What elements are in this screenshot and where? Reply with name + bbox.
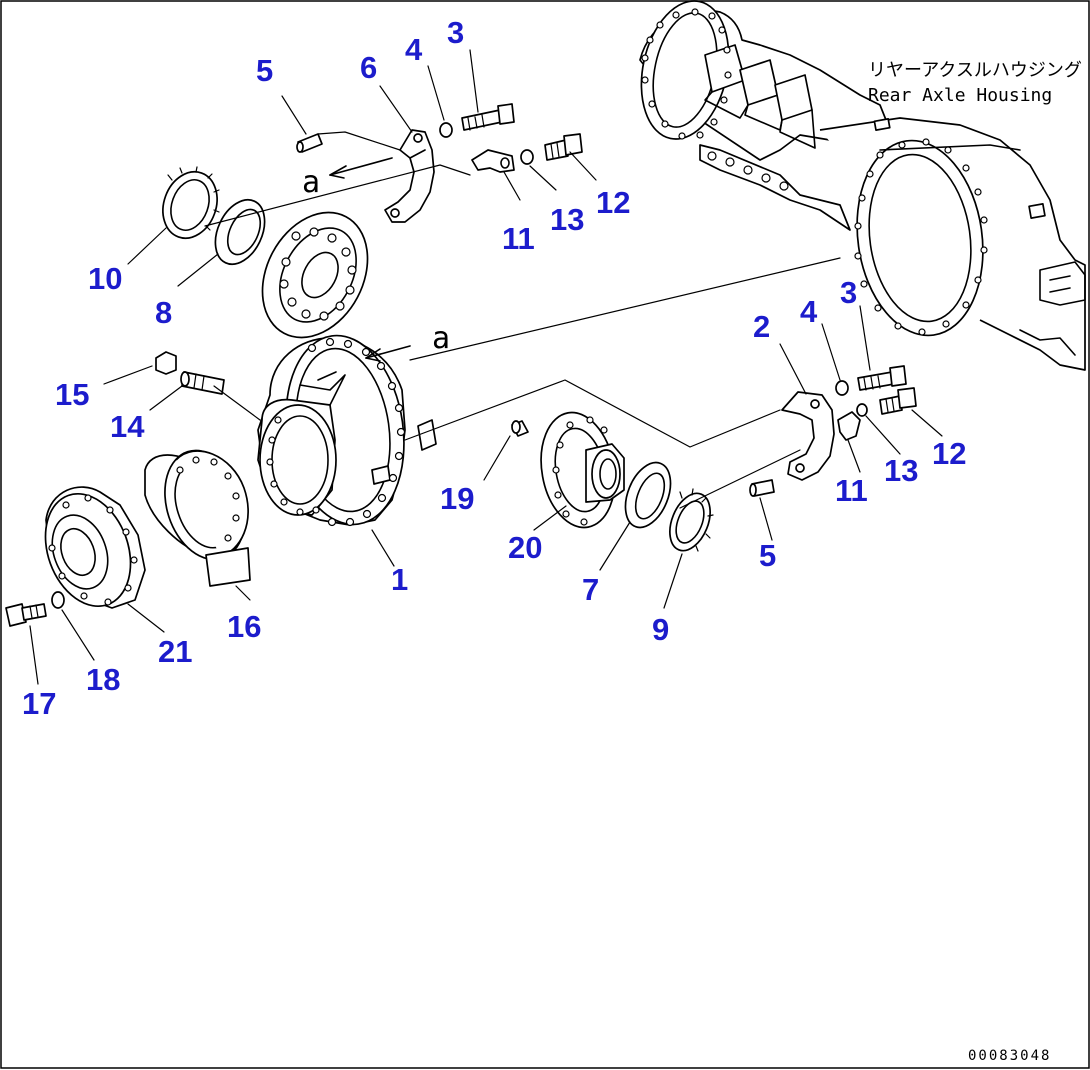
callout-11-right: 11 (835, 473, 868, 508)
part-11-lockplate-right (837, 411, 861, 441)
callout-9: 9 (652, 612, 669, 647)
part-13-washer-right (856, 403, 868, 417)
part-12-bolt-upper (544, 133, 583, 161)
part-16-shims (144, 449, 251, 587)
callout-17: 17 (22, 686, 56, 721)
part-5-pin-upper (296, 133, 323, 153)
part-5-pin-lower (749, 479, 775, 497)
callout-18: 18 (86, 662, 120, 697)
callout-4-right: 4 (800, 294, 818, 329)
callout-21: 21 (158, 634, 192, 669)
callout-6: 6 (360, 50, 377, 85)
housing-caption-jp: リヤーアクスルハウジング (868, 60, 1082, 81)
part-20-differential (540, 411, 625, 529)
part-callouts: 1 2 3 3 4 4 5 5 6 7 8 9 10 11 11 12 12 1… (22, 15, 966, 721)
leader-lines (29, 49, 943, 685)
part-10-seal (162, 166, 220, 240)
part-14-stud (180, 371, 225, 395)
callout-12-upper: 12 (596, 185, 630, 220)
view-marker-upper: a (302, 165, 320, 200)
callout-12-right: 12 (932, 436, 966, 471)
view-marker-center: a (432, 321, 450, 356)
part-17-bolt (5, 603, 47, 627)
part-11-lockplate-upper (471, 149, 515, 173)
callout-8: 8 (155, 295, 172, 330)
part-15-nut (155, 351, 177, 375)
rear-axle-housing (639, 0, 1086, 371)
part-21-retainer (44, 486, 146, 609)
part-3-bolt-upper (461, 103, 515, 131)
part-19-plug (511, 420, 529, 437)
callout-4-upper: 4 (405, 32, 423, 67)
part-7-bearing-race (624, 461, 672, 529)
callout-19: 19 (440, 481, 474, 516)
part-13-washer-upper (520, 149, 534, 165)
assembly-lines (204, 131, 841, 509)
part-6-bracket (384, 129, 435, 223)
callout-13-upper: 13 (550, 202, 584, 237)
part-18-washer (51, 591, 65, 609)
part-3-bolt-right (857, 365, 907, 391)
part-9-seal (669, 488, 714, 552)
part-2-bracket (781, 391, 835, 481)
callout-5-lower: 5 (759, 538, 776, 573)
callout-10: 10 (88, 261, 122, 296)
part-4-washer-upper (439, 122, 453, 138)
callout-15: 15 (55, 377, 89, 412)
callout-14: 14 (110, 409, 145, 444)
callout-20: 20 (508, 530, 542, 565)
housing-caption-en: Rear Axle Housing (868, 85, 1052, 106)
part-hub-plate (261, 211, 369, 339)
callout-11-upper: 11 (502, 221, 535, 256)
callout-5-upper: 5 (256, 53, 273, 88)
callout-3-right: 3 (840, 275, 857, 310)
callout-13-right: 13 (884, 453, 918, 488)
callout-16: 16 (227, 609, 261, 644)
drawing-code: 00083048 (968, 1048, 1051, 1064)
part-4-washer-right (835, 380, 849, 396)
callout-7: 7 (582, 572, 599, 607)
callout-3-upper: 3 (447, 15, 464, 50)
callout-1: 1 (391, 562, 408, 597)
callout-2: 2 (753, 309, 770, 344)
part-12-bolt-right (879, 387, 917, 415)
part-1-carrier-housing (257, 334, 437, 527)
